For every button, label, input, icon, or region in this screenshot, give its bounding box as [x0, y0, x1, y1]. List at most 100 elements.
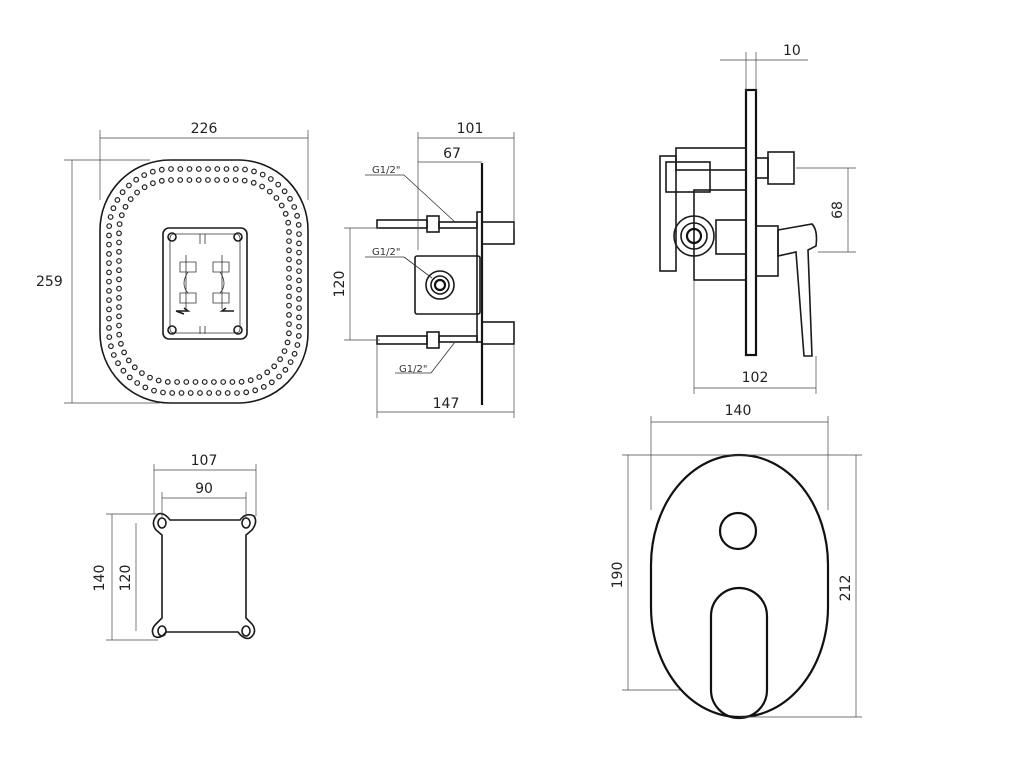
plate-dot: [215, 390, 222, 396]
plate-dot: [115, 360, 121, 367]
plate-dot: [116, 304, 122, 311]
thread-label-bottom: G1/2": [399, 364, 427, 375]
bracket-outline: [151, 512, 257, 640]
plate-dot: [138, 370, 145, 377]
plate-dot: [120, 367, 127, 374]
plate-dot: [106, 288, 112, 294]
plate-dot: [276, 373, 283, 380]
plate-dot: [252, 387, 259, 394]
plate-dot: [286, 312, 292, 318]
plate-dot: [286, 238, 292, 245]
plate-dot: [149, 168, 156, 175]
plate-dot: [210, 379, 217, 385]
plate-dot: [286, 330, 292, 337]
plate-dot: [296, 249, 302, 256]
mounting-bracket-view: 107 90 140 120: [92, 453, 257, 641]
plate-dot: [286, 284, 292, 291]
dim-body-depth-inner: 67: [443, 146, 461, 162]
plate-dot: [164, 379, 171, 385]
plate-dot: [266, 188, 273, 195]
plate-dot: [286, 275, 292, 281]
plate-dot: [106, 250, 112, 257]
plate-dot: [291, 350, 298, 357]
plate-dot: [151, 387, 157, 394]
plate-dot: [250, 179, 257, 186]
plate-dot: [232, 166, 239, 172]
plate-dot: [291, 204, 298, 210]
plate-dot: [260, 384, 267, 390]
plate-dot: [275, 181, 282, 188]
dim-bracket-height-inner: 120: [118, 565, 134, 592]
plate-dot: [110, 352, 117, 358]
plate-dot: [114, 196, 121, 203]
plate-dot: [141, 172, 148, 179]
plate-dot: [131, 364, 138, 371]
plate-dot: [141, 184, 148, 191]
plate-dot: [125, 182, 132, 189]
plate-dot: [178, 390, 185, 396]
plate-dot-pattern: [106, 166, 302, 396]
plate-dot: [116, 267, 122, 274]
plate-dot: [116, 276, 122, 283]
plate-dot: [121, 349, 127, 356]
plate-dot: [287, 359, 294, 366]
plate-dot: [116, 322, 122, 329]
plate-dot: [214, 177, 221, 183]
dim-plate-width: 226: [191, 121, 218, 137]
lever-handle-side: [777, 223, 818, 357]
plate-dot: [296, 259, 302, 265]
plate-dot: [116, 258, 122, 264]
plate-dot: [134, 380, 141, 386]
plate-dot: [106, 269, 112, 276]
plate-dot: [296, 240, 302, 247]
plate-dot: [117, 340, 124, 347]
plate-dot: [281, 188, 288, 195]
plate-dot: [294, 212, 301, 219]
plate-dot: [106, 306, 112, 313]
plate-dot: [134, 189, 141, 196]
dim-body-length: 147: [433, 396, 460, 412]
plate-dot: [160, 389, 166, 396]
plate-dot: [220, 379, 227, 385]
plate-dot: [125, 357, 132, 364]
plate-dot: [106, 260, 112, 267]
plate-dot: [106, 334, 113, 341]
plate-dot: [110, 205, 117, 212]
plate-dot: [186, 166, 193, 172]
plate-dot: [273, 195, 280, 201]
plate-dot: [177, 177, 184, 183]
plate-dot: [204, 177, 211, 183]
plate-dot: [177, 166, 184, 172]
plate-dot: [296, 314, 302, 321]
plate-dot: [206, 390, 213, 396]
dim-plate-height: 259: [36, 274, 63, 290]
cover-plate-front: [649, 453, 830, 719]
plate-dot: [186, 177, 193, 183]
plate-dot: [116, 313, 122, 320]
body-section-view: G1/2" G1/2" G1/2" 101 67 120 147: [332, 121, 515, 418]
plate-dot: [142, 384, 149, 391]
plate-dot: [294, 342, 301, 348]
plate-dot: [122, 203, 129, 210]
valve-body-block: [162, 227, 248, 340]
plate-dot: [229, 379, 236, 385]
plate-dot: [282, 366, 289, 373]
plate-dot: [286, 293, 292, 300]
plate-dot: [133, 176, 140, 183]
thread-label-top: G1/2": [372, 165, 400, 176]
plate-dot: [118, 212, 125, 219]
plate-dot: [168, 177, 174, 183]
plate-dot: [106, 315, 112, 322]
plate-dot: [285, 219, 292, 226]
plate-dot: [205, 166, 211, 172]
plate-dot: [116, 248, 122, 255]
plate-dot: [241, 177, 248, 184]
plate-dot: [243, 389, 250, 396]
plate-dot: [119, 189, 126, 196]
plate-dot: [187, 390, 194, 396]
plate-dot: [214, 166, 221, 172]
dim-side-projection: 102: [742, 370, 769, 386]
plate-dot: [247, 377, 254, 384]
plate-dot: [267, 176, 274, 182]
